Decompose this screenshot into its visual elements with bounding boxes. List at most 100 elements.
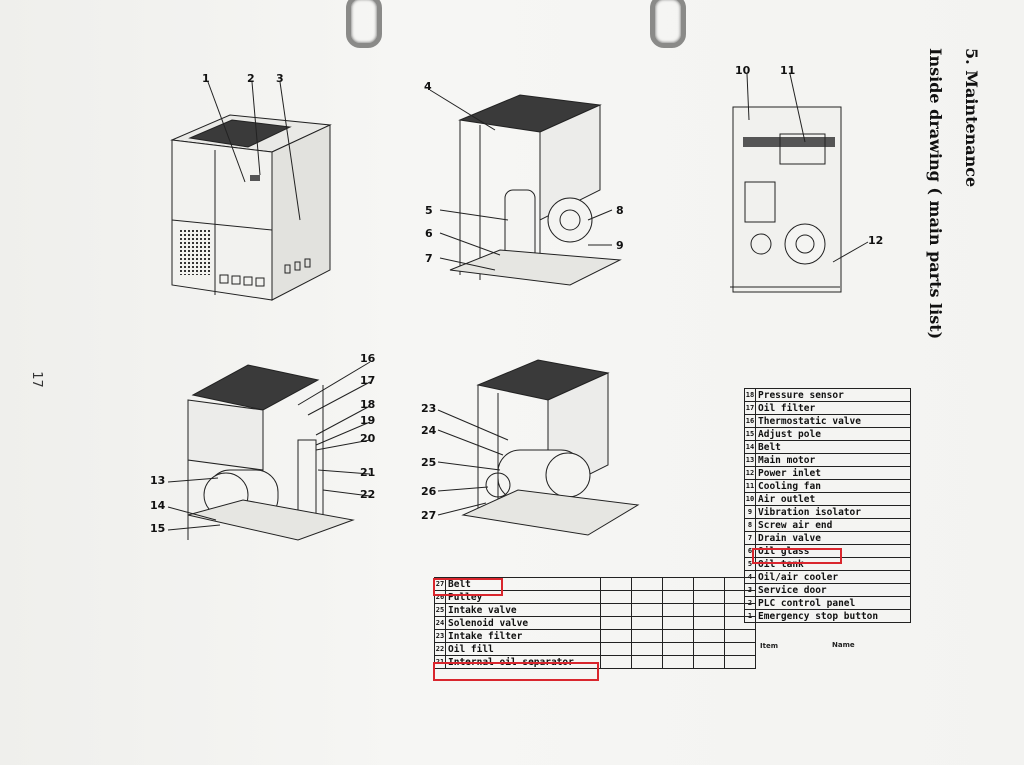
item-name: Vibration isolator	[755, 505, 911, 519]
item-number: 24	[434, 616, 446, 630]
blank-cell	[600, 655, 632, 669]
item-number: 8	[744, 518, 756, 532]
callout-27: 27	[421, 509, 436, 522]
blank-cell	[600, 642, 632, 656]
callout-5: 5	[425, 204, 433, 217]
item-number: 14	[744, 440, 756, 454]
blank-cell	[724, 616, 756, 630]
blank-cell	[600, 590, 632, 604]
table-header-no: Item	[760, 642, 778, 650]
blank-cell	[693, 590, 725, 604]
item-name: Solenoid valve	[445, 616, 601, 630]
blank-cell	[724, 577, 756, 591]
callout-15: 15	[150, 522, 165, 535]
binder-ring-left	[346, 0, 382, 48]
item-name: Emergency stop button	[755, 609, 911, 623]
blank-cell	[693, 577, 725, 591]
callout-9: 9	[616, 239, 624, 252]
item-number: 7	[744, 531, 756, 545]
blank-cell	[662, 590, 694, 604]
blank-cell	[724, 629, 756, 643]
callout-21: 21	[360, 466, 375, 479]
callout-14: 14	[150, 499, 166, 512]
blank-cell	[600, 629, 632, 643]
item-name: Screw air end	[755, 518, 911, 532]
item-name: Belt	[755, 440, 911, 454]
section-title: 5. Maintenance	[962, 48, 981, 188]
callout-8: 8	[616, 204, 624, 217]
item-number: 22	[434, 642, 446, 656]
item-name: Oil/air cooler	[755, 570, 911, 584]
callout-3: 3	[276, 72, 284, 85]
callout-7: 7	[425, 252, 433, 265]
item-number: 23	[434, 629, 446, 643]
callout-20: 20	[360, 432, 376, 445]
item-number: 25	[434, 603, 446, 617]
callout-25: 25	[421, 456, 436, 469]
callout-11: 11	[780, 64, 795, 77]
blank-cell	[631, 577, 663, 591]
blank-cell	[662, 603, 694, 617]
item-name: Intake filter	[445, 629, 601, 643]
item-number: 12	[744, 466, 756, 480]
item-number: 15	[744, 427, 756, 441]
item-number: 16	[744, 414, 756, 428]
item-number: 10	[744, 492, 756, 506]
callout-1: 1	[202, 72, 210, 85]
blank-cell	[600, 616, 632, 630]
highlight-oil-glass	[752, 548, 842, 564]
blank-cell	[724, 642, 756, 656]
item-number: 13	[744, 453, 756, 467]
callout-13: 13	[150, 474, 165, 487]
callout-19: 19	[360, 414, 375, 427]
item-name: Adjust pole	[755, 427, 911, 441]
item-number: 9	[744, 505, 756, 519]
item-name: Power inlet	[755, 466, 911, 480]
blank-cell	[662, 642, 694, 656]
drawing-motor-left: 16 17 18 19 20 21 22 13 14 15	[150, 352, 376, 541]
callout-2: 2	[247, 72, 255, 85]
blank-cell	[631, 629, 663, 643]
blank-cell	[724, 590, 756, 604]
blank-cell	[693, 603, 725, 617]
callout-23: 23	[421, 402, 436, 415]
binder-ring-right	[650, 0, 686, 48]
blank-cell	[631, 590, 663, 604]
item-name: Drain valve	[755, 531, 911, 545]
item-name: Pressure sensor	[755, 388, 911, 402]
callout-12: 12	[868, 234, 883, 247]
blank-cell	[693, 629, 725, 643]
blank-cell	[724, 655, 756, 669]
item-number: 17	[744, 401, 756, 415]
page-number: 17	[28, 371, 44, 388]
blank-cell	[662, 629, 694, 643]
item-number: 18	[744, 388, 756, 402]
drawing-cabinet-side: 10 11 12	[730, 64, 883, 293]
item-name: Oil fill	[445, 642, 601, 656]
item-name: Main motor	[755, 453, 911, 467]
blank-cell	[724, 603, 756, 617]
drawing-cabinet-closed: 1 2 3	[170, 72, 332, 301]
item-name: Oil filter	[755, 401, 911, 415]
callout-10: 10	[735, 64, 751, 77]
callout-16: 16	[360, 352, 376, 365]
item-name: Intake valve	[445, 603, 601, 617]
blank-cell	[600, 603, 632, 617]
blank-cell	[631, 616, 663, 630]
item-number: 11	[744, 479, 756, 493]
blank-cell	[631, 642, 663, 656]
item-name: Cooling fan	[755, 479, 911, 493]
blank-cell	[631, 655, 663, 669]
